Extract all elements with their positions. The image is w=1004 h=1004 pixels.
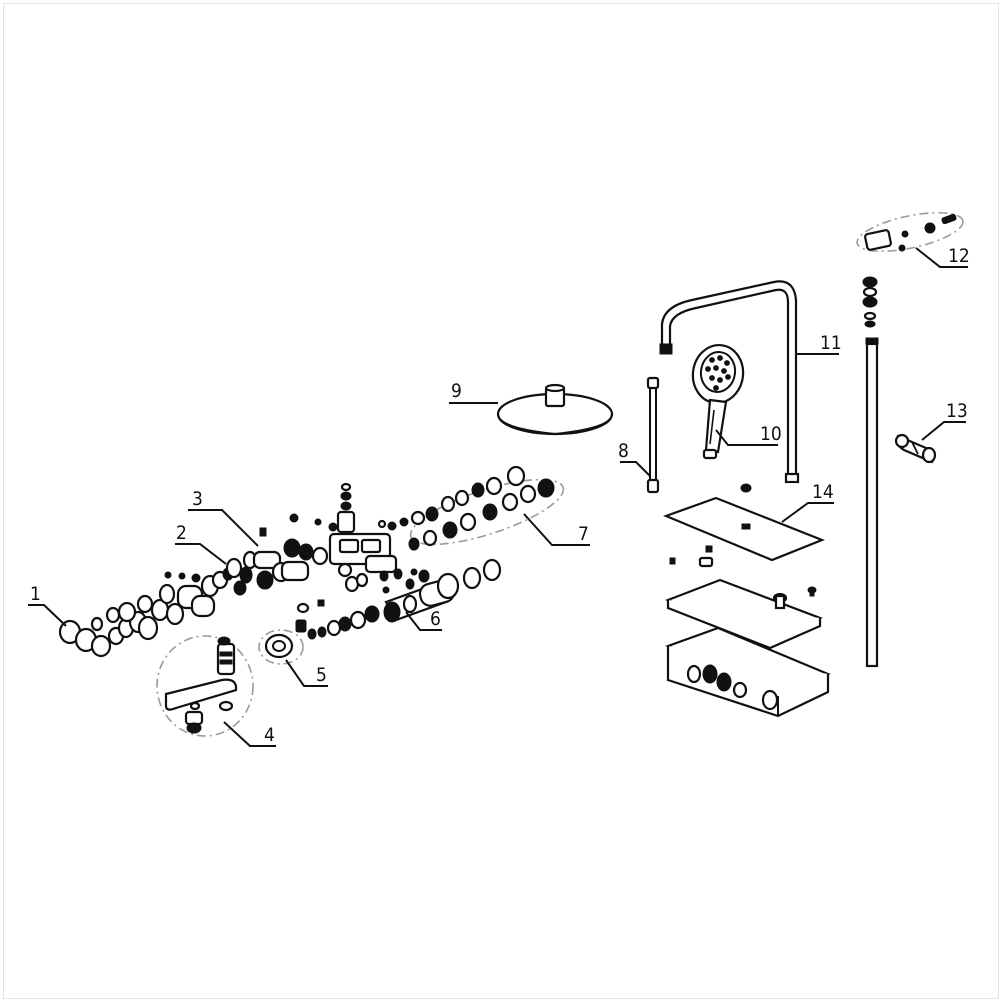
thermostat-housing xyxy=(664,545,831,718)
part-11-riser-pipe xyxy=(659,280,800,484)
slide-rail xyxy=(862,276,879,668)
part-5-diverter-knob xyxy=(258,599,325,665)
callout-8: 8 xyxy=(618,440,629,462)
part-7-outlet-connectors xyxy=(387,465,565,551)
callout-2: 2 xyxy=(176,522,187,544)
callout-10: 10 xyxy=(760,423,782,445)
part-9-rain-head xyxy=(496,383,614,436)
callout-11: 11 xyxy=(820,332,842,354)
part-4-spout-group xyxy=(156,635,254,737)
leader-lines xyxy=(28,247,968,747)
callout-numbers: 1 2 3 4 5 6 7 8 9 10 11 12 13 14 xyxy=(30,245,970,746)
part-8-hose xyxy=(646,376,660,494)
part-2-cartridge-stack xyxy=(117,550,258,641)
callout-14: 14 xyxy=(812,481,834,503)
part-6-thermostat-cartridge xyxy=(307,558,502,640)
callout-4: 4 xyxy=(264,724,275,746)
part-13-slider-holder xyxy=(894,433,937,464)
callout-3: 3 xyxy=(192,488,203,510)
callout-12: 12 xyxy=(948,245,970,267)
part-1-handle-knobs xyxy=(58,606,125,658)
callout-6: 6 xyxy=(430,608,441,630)
part-3-valve-body xyxy=(252,482,403,593)
callout-5: 5 xyxy=(316,664,327,686)
part-12-wall-bracket xyxy=(856,211,964,253)
callout-9: 9 xyxy=(451,380,462,402)
callout-13: 13 xyxy=(946,400,968,422)
part-10-hand-shower xyxy=(691,343,745,460)
figure-frame xyxy=(3,3,999,999)
callout-7: 7 xyxy=(578,523,589,545)
callout-1: 1 xyxy=(30,583,41,605)
part-14-shelf-plate xyxy=(662,483,825,562)
